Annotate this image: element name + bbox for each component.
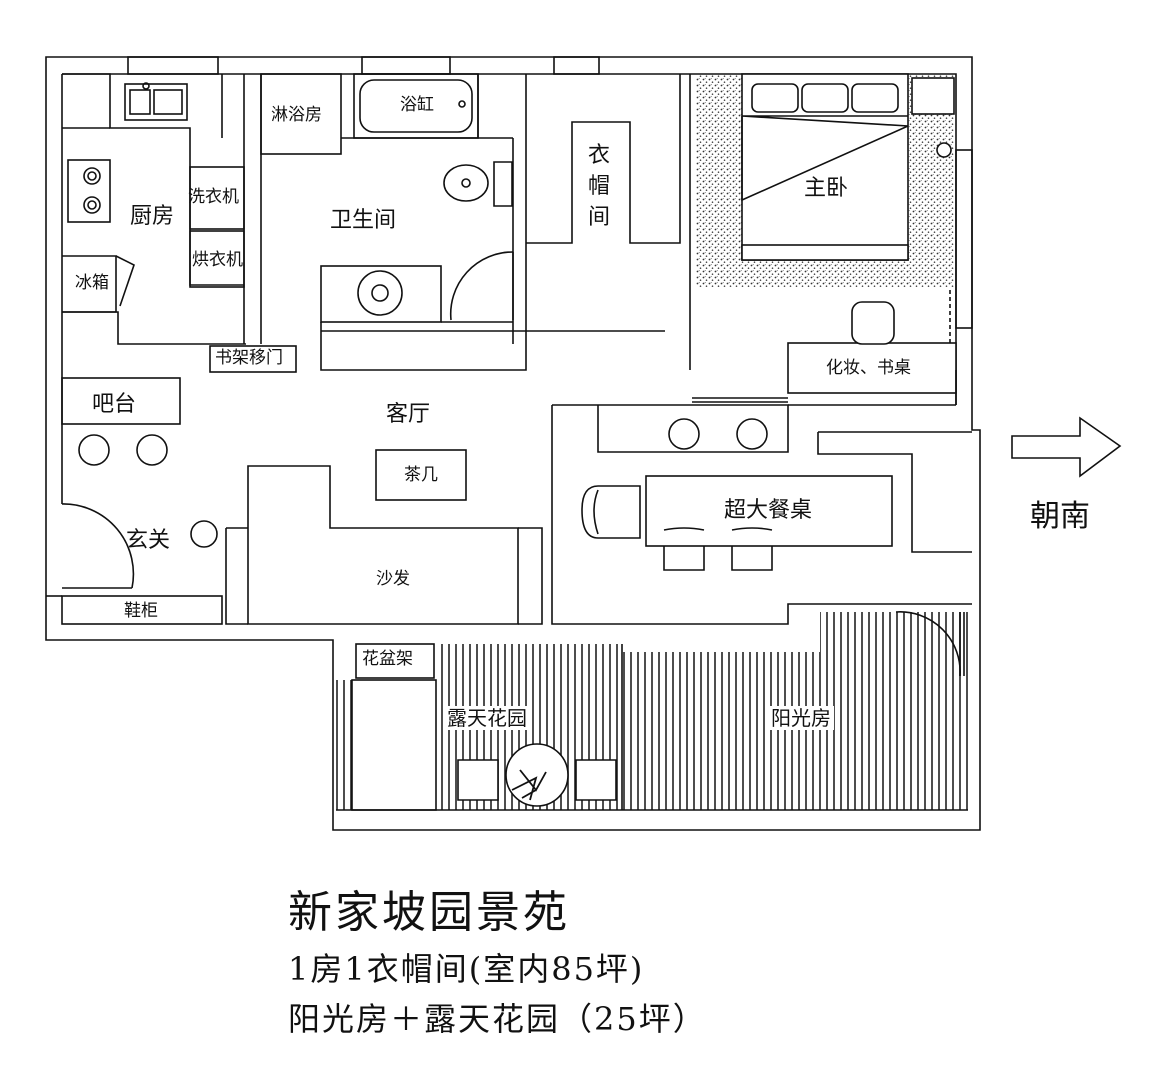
kitchen-counter [62, 73, 244, 286]
window [127, 56, 219, 75]
garden-chair [575, 759, 617, 801]
bath-vanity [320, 265, 442, 323]
master-bedroom-label: 主卧 [804, 176, 849, 201]
bathroom-label: 卫生间 [330, 208, 397, 233]
shower [260, 73, 342, 155]
orientation-label: 朝南 [1030, 499, 1090, 534]
window [955, 149, 973, 329]
shelf-door-label: 书架移门 [215, 348, 283, 368]
nightstand [911, 77, 955, 115]
sunroom-deck-top [820, 612, 968, 652]
shelf-door-frame [209, 345, 297, 373]
vanity-desk-label: 化妆、书桌 [826, 358, 911, 378]
flower-rack-label: 花盆架 [362, 649, 413, 669]
bar-counter [61, 377, 181, 425]
sunroom-deck [622, 652, 968, 810]
garden-table [505, 743, 569, 807]
bathroom-door [449, 251, 514, 321]
shoe-cabinet [61, 595, 223, 625]
sink-icon [124, 83, 188, 121]
kitchen-label: 厨房 [130, 204, 175, 229]
caption-line-1: 1房1衣帽间(室内85坪) [288, 950, 645, 988]
entrance-label: 玄关 [126, 528, 171, 553]
fridge-label: 冰箱 [75, 273, 109, 293]
caption-line-2: 阳光房＋露天花园（25坪） [288, 1000, 707, 1038]
window [553, 56, 600, 75]
shower-label: 淋浴房 [271, 105, 322, 125]
coffee-table [375, 449, 467, 501]
desk-chair [851, 301, 895, 345]
living-room-label: 客厅 [386, 402, 431, 427]
project-title: 新家坡园景苑 [288, 887, 570, 938]
sofa-label: 沙发 [376, 569, 410, 589]
dining-wall [552, 404, 789, 453]
sofa [247, 465, 519, 625]
sunroom-label: 阳光房 [768, 706, 834, 730]
coffee-table-label: 茶几 [404, 465, 438, 485]
window [361, 56, 451, 75]
shoe-cabinet-label: 鞋柜 [124, 601, 158, 621]
dining-table [645, 475, 893, 547]
dining-table-label: 超大餐桌 [724, 498, 813, 523]
floor-plan [45, 56, 1122, 831]
closet-label: 衣 帽 间 [588, 143, 611, 230]
toilet-icon [493, 161, 513, 207]
bathtub-label: 浴缸 [400, 95, 434, 115]
garden-chair [457, 759, 499, 801]
entrance-door [61, 503, 135, 589]
garden-label: 露天花园 [444, 706, 530, 730]
closet-wall [526, 74, 681, 244]
stove-icon [67, 159, 111, 223]
arrow-right-icon [1011, 416, 1122, 478]
chair [581, 485, 641, 539]
bar-label: 吧台 [92, 392, 137, 417]
washer-label: 洗衣机 [188, 187, 239, 207]
garden-deck-left [336, 680, 356, 810]
dryer-label: 烘衣机 [192, 250, 243, 270]
